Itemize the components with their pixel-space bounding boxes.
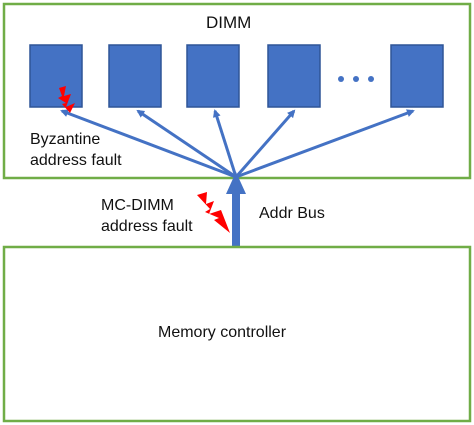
byzantine-fault-label-line2: address fault — [30, 152, 122, 169]
fanout-arrow — [213, 109, 238, 178]
mc-dimm-fault-label-line2: address fault — [101, 218, 193, 235]
ellipsis-dot — [353, 76, 359, 82]
byzantine-fault-bolt-icon — [58, 86, 75, 113]
mc-dimm-fault-label-line1: MC-DIMM — [101, 197, 174, 214]
memory-chip — [186, 44, 240, 108]
memory-chip — [390, 44, 444, 108]
fanout-arrow — [60, 109, 237, 179]
fanout-arrow — [235, 109, 415, 179]
memory-controller-box — [2, 245, 472, 423]
memory-chip — [108, 44, 162, 108]
memory-chip — [29, 44, 83, 108]
mc-dimm-fault-bolt-icon — [197, 192, 230, 233]
memory-chip — [267, 44, 321, 108]
addr-bus-shaft — [232, 190, 240, 246]
memory-controller-label: Memory controller — [158, 324, 287, 341]
ellipsis-dot — [368, 76, 374, 82]
fanout-arrow — [234, 109, 296, 178]
ellipsis-dot — [338, 76, 344, 82]
dimm-label: DIMM — [206, 13, 252, 32]
fanout-arrow — [136, 109, 237, 179]
addr-bus-arrowhead — [226, 172, 246, 194]
addr-bus-label: Addr Bus — [259, 205, 325, 222]
byzantine-fault-label-line1: Byzantine — [30, 131, 101, 148]
